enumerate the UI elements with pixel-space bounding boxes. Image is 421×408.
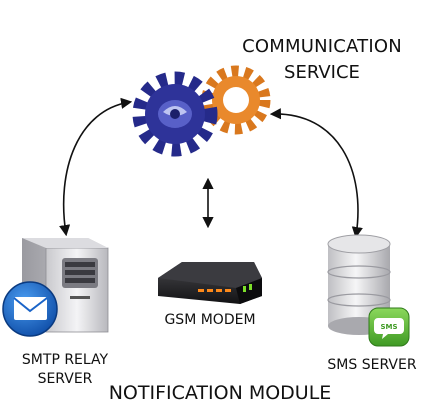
mail-icon — [2, 281, 58, 337]
orange-gear — [201, 65, 271, 135]
sms-badge-text: SMS — [380, 323, 397, 331]
service-title-line1: COMMUNICATION — [242, 36, 402, 57]
sms-server-label: SMS SERVER — [327, 357, 417, 373]
service-title-line2: SERVICE — [284, 62, 360, 83]
modem-leds — [198, 284, 252, 292]
sms-icon: SMS — [368, 307, 410, 347]
module-title: NOTIFICATION MODULE — [108, 382, 332, 404]
blue-gear — [132, 71, 218, 157]
arrow-sms-to-service — [269, 108, 363, 239]
smtp-label-line2: SERVER — [37, 371, 93, 387]
gears-icon — [132, 65, 271, 157]
arrow-smtp-to-service — [59, 97, 133, 237]
modem-icon — [158, 262, 262, 304]
smtp-label-line1: SMTP RELAY — [21, 352, 109, 368]
database-icon — [327, 234, 391, 335]
modem-label: GSM MODEM — [164, 312, 256, 328]
